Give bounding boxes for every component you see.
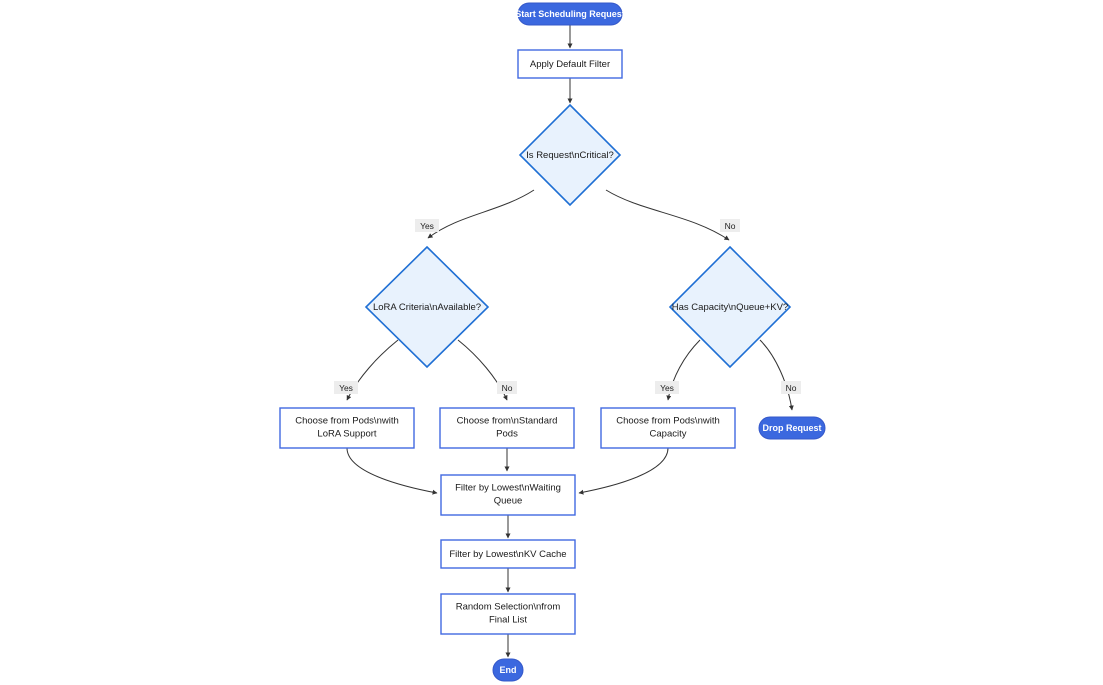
edge-label-bg [415,219,439,232]
node-drop-request[interactable]: Drop Request [758,416,826,440]
node-is-request-critical-label: Is Request\nCritical? [526,150,614,161]
edge-label-text: Yes [420,221,434,231]
node-lora-criteria-available-shape[interactable] [364,245,490,369]
edge-labels-layer: Yes No Yes No Yes No [334,219,801,394]
edge-label-bg [781,381,801,394]
edge-label-bg [497,381,517,394]
node-is-request-critical[interactable]: Is Request\nCritical? [518,103,622,207]
node-start-label: Start Scheduling Request [515,9,625,19]
node-end-label: End [500,665,517,675]
node-filter-kv-cache-shape[interactable] [440,539,576,569]
edge-is-critical-to-has-capacity [605,189,730,241]
node-end[interactable]: End [492,658,524,682]
node-lora-criteria-available[interactable]: LoRA Criteria\nAvailable? [364,245,490,369]
edge-label-text: No [786,383,797,393]
edges-layer [346,25,794,658]
edge-label-capacity-yes: Yes [655,381,679,394]
edge-label-capacity-no: No [781,381,801,394]
edge-label-is-critical-no: No [720,219,740,232]
node-choose-standard-pods-label-line2: Pods [496,429,518,440]
edge-label-bg [334,381,358,394]
node-filter-waiting-queue[interactable]: Filter by Lowest\nWaiting Queue [440,474,576,516]
node-filter-waiting-queue-shape[interactable] [440,474,576,516]
node-filter-waiting-queue-label-line1: Filter by Lowest\nWaiting [455,483,561,494]
node-choose-capacity-pods[interactable]: Choose from Pods\nwith Capacity [600,407,736,449]
node-has-capacity-queue-kv[interactable]: Has Capacity\nQueue+KV? [668,245,792,369]
node-choose-lora-pods-label-line1: Choose from Pods\nwith [295,416,399,427]
node-filter-waiting-queue-label-line2: Queue [494,496,523,507]
node-start[interactable]: Start Scheduling Request [515,2,625,26]
edge-label-text: Yes [339,383,353,393]
node-random-selection-label-line2: Final List [489,615,527,626]
node-choose-capacity-pods-label-line2: Capacity [650,429,687,440]
node-lora-criteria-available-label: LoRA Criteria\nAvailable? [373,302,481,313]
node-random-selection-label-line1: Random Selection\nfrom [456,602,561,613]
edge-label-text: No [502,383,513,393]
edge-label-text: No [725,221,736,231]
edge-is-critical-to-lora-criteria [427,189,535,239]
node-drop-request-shape[interactable] [758,416,826,440]
node-choose-capacity-pods-label-line1: Choose from Pods\nwith [616,416,720,427]
node-choose-lora-pods-shape[interactable] [279,407,415,449]
node-apply-default-filter-shape[interactable] [517,49,623,79]
node-filter-kv-cache-label: Filter by Lowest\nKV Cache [449,549,566,560]
node-filter-kv-cache[interactable]: Filter by Lowest\nKV Cache [440,539,576,569]
edge-has-capacity-to-drop-request [759,339,794,411]
node-random-selection[interactable]: Random Selection\nfrom Final List [440,593,576,635]
node-is-request-critical-shape[interactable] [518,103,622,207]
edge-label-bg [720,219,740,232]
edge-label-bg [655,381,679,394]
node-choose-lora-pods[interactable]: Choose from Pods\nwith LoRA Support [279,407,415,449]
node-choose-standard-pods[interactable]: Choose from\nStandard Pods [439,407,575,449]
node-choose-lora-pods-label-line2: LoRA Support [317,429,377,440]
edge-label-lora-no: No [497,381,517,394]
edge-label-lora-yes: Yes [334,381,358,394]
node-choose-standard-pods-label-line1: Choose from\nStandard [457,416,558,427]
edge-choose-capacity-to-filter-queue [578,447,669,495]
edge-label-text: Yes [660,383,674,393]
node-apply-default-filter-label: Apply Default Filter [530,59,610,70]
node-drop-request-label: Drop Request [762,423,821,433]
edge-label-is-critical-yes: Yes [415,219,439,232]
node-choose-standard-pods-shape[interactable] [439,407,575,449]
node-has-capacity-queue-kv-shape[interactable] [668,245,792,369]
edge-choose-lora-to-filter-queue [346,447,438,495]
node-apply-default-filter[interactable]: Apply Default Filter [517,49,623,79]
node-end-shape[interactable] [492,658,524,682]
node-has-capacity-queue-kv-label: Has Capacity\nQueue+KV? [672,302,788,313]
node-random-selection-shape[interactable] [440,593,576,635]
node-choose-capacity-pods-shape[interactable] [600,407,736,449]
nodes-layer: Start Scheduling Request Apply Default F… [279,2,826,682]
node-start-shape[interactable] [517,2,623,26]
